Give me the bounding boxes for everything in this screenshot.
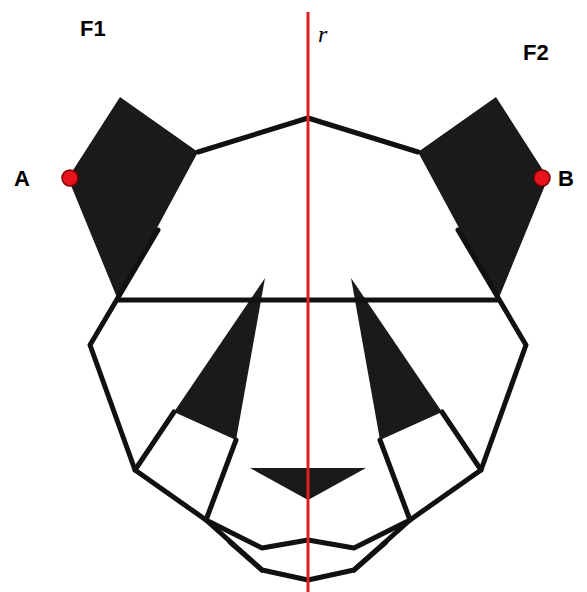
axis-label: r: [318, 22, 327, 46]
symmetry-axis: [307, 12, 310, 592]
figure-label: B: [558, 168, 574, 190]
figure-label: A: [14, 168, 30, 190]
figure-label: F2: [523, 42, 549, 64]
point-marker: [62, 170, 78, 186]
point-marker: [534, 170, 550, 186]
figure-label: F1: [80, 18, 106, 40]
